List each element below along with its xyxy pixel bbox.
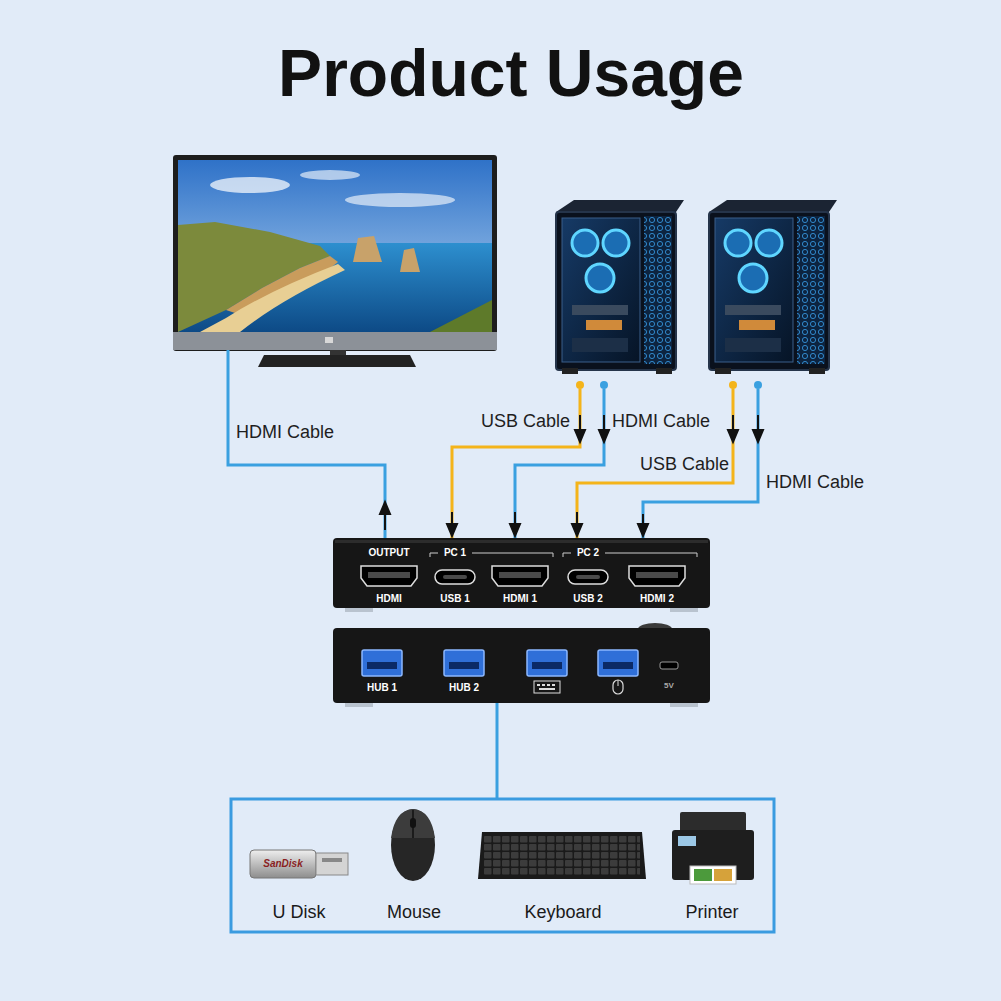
arrowheads	[380, 415, 763, 536]
device-item: Keyboard	[508, 898, 618, 926]
port-label: HDMI	[376, 593, 402, 605]
cable-label: HDMI Cable	[612, 411, 710, 432]
device-label: Mouse	[387, 902, 441, 923]
device-item: U Disk	[244, 898, 354, 926]
cable-label: HDMI Cable	[236, 422, 334, 443]
back-panel: HUB 1 HUB 2 5V	[333, 628, 710, 703]
port-label: 5V	[664, 681, 674, 690]
port-label: USB 2	[573, 593, 602, 605]
cable-label: USB Cable	[481, 411, 570, 432]
port-label: HDMI 1	[503, 593, 537, 605]
title-text: Product Usage	[278, 36, 744, 112]
front-panel: OUTPUT HDMI PC 1 USB 1 HDMI 1 PC 2 USB 2 HDMI 2	[333, 538, 710, 608]
device-item: Printer	[657, 898, 767, 926]
keyboard-icon	[478, 832, 646, 879]
u-disk-icon	[250, 850, 348, 878]
device-frame	[231, 799, 774, 932]
kvm-back-panel	[333, 623, 710, 707]
device-item: Mouse	[359, 898, 469, 926]
port-label: PC 2	[577, 547, 599, 559]
cable-label: USB Cable	[640, 454, 729, 475]
brand-mark: SanDisk	[263, 858, 302, 870]
device-label: Printer	[685, 902, 738, 923]
cable-label: HDMI Cable	[766, 472, 864, 493]
port-label: USB 1	[440, 593, 469, 605]
cable-ends	[576, 381, 762, 389]
port-label: HUB 2	[449, 682, 479, 694]
cables	[228, 350, 758, 799]
pc-tower	[556, 200, 684, 374]
port-label: HDMI 2	[640, 593, 674, 605]
printer-icon	[672, 812, 754, 884]
kvm-front-panel	[333, 538, 710, 612]
port-label: OUTPUT	[368, 547, 409, 559]
port-label: HUB 1	[367, 682, 397, 694]
pc-tower	[709, 200, 837, 374]
device-label: Keyboard	[524, 902, 601, 923]
device-label: U Disk	[273, 902, 326, 923]
port-label: PC 1	[444, 547, 466, 559]
mouse-icon	[391, 809, 435, 881]
tv-illustration	[173, 155, 497, 367]
